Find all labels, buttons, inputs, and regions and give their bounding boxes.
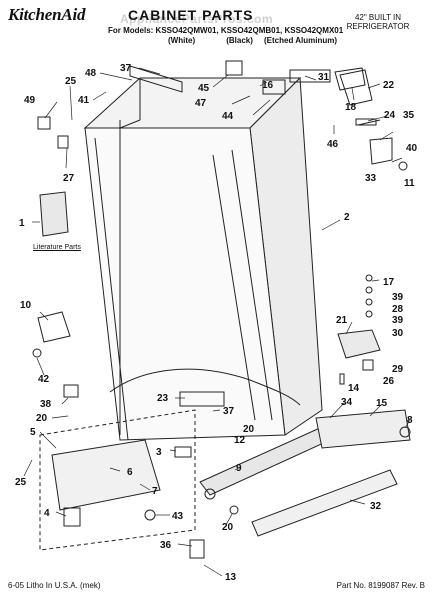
callout-12: 12: [234, 435, 246, 446]
page-title: CABINET PARTS: [128, 7, 254, 23]
callout-18: 18: [345, 102, 357, 113]
callout-21: 21: [336, 315, 348, 326]
callout-labels: 37 48 45 16 31 22 25 49 41 47 44 18 24 3…: [15, 63, 418, 583]
callout-27: 27: [63, 173, 75, 184]
callout-45: 45: [198, 83, 210, 94]
callout-2: 2: [344, 212, 350, 223]
callout-38: 38: [40, 399, 52, 410]
callout-17: 17: [383, 277, 395, 288]
spec-line-2: REFRIGERATOR: [346, 22, 410, 31]
callout-15: 15: [376, 398, 388, 409]
callout-39: 39: [392, 292, 404, 303]
callout-25: 25: [15, 477, 27, 488]
callout-20: 20: [222, 522, 234, 533]
callout-10: 10: [20, 300, 32, 311]
brand-logo: KitchenAid: [8, 5, 86, 24]
callout-28: 28: [392, 304, 404, 315]
callout-4: 4: [44, 508, 50, 519]
callout-42: 42: [38, 374, 50, 385]
left-hardware: [32, 116, 79, 398]
callout-5: 5: [30, 427, 36, 438]
callout-36: 36: [160, 540, 172, 551]
callout-48: 48: [85, 68, 97, 79]
callout-22: 22: [383, 80, 395, 91]
callout-20: 20: [243, 424, 255, 435]
footer-right: Part No. 8199087 Rev. B: [336, 581, 425, 590]
leader-lines: [23, 67, 411, 577]
callout-34: 34: [341, 397, 353, 408]
callout-44: 44: [222, 111, 234, 122]
spec-line-1: 42" BUILT IN: [354, 13, 402, 22]
callout-3: 3: [156, 447, 162, 458]
footer-left: 6-05 Litho In U.S.A. (mek): [8, 581, 101, 590]
callout-37: 37: [120, 63, 132, 74]
literature-label: Literature Parts: [33, 244, 81, 251]
variants-line: (White) (Black) (Etched Aluminum): [168, 36, 338, 45]
watermark: AppliancePartsPros.com: [120, 12, 274, 26]
cabinet-shell: [83, 76, 323, 441]
base-assembly: [39, 368, 411, 559]
right-hardware: [337, 69, 408, 385]
callout-39: 39: [392, 315, 404, 326]
callout-25: 25: [65, 76, 77, 87]
callout-6: 6: [127, 467, 133, 478]
callout-23: 23: [157, 393, 169, 404]
callout-7: 7: [152, 486, 158, 497]
callout-30: 30: [392, 328, 404, 339]
top-brackets: [129, 60, 366, 95]
callout-41: 41: [78, 95, 90, 106]
callout-32: 32: [370, 501, 382, 512]
callout-49: 49: [24, 95, 36, 106]
callout-8: 8: [407, 415, 413, 426]
callout-1: 1: [19, 218, 25, 229]
spec-block: 42" BUILT IN REFRIGERATOR: [333, 13, 423, 31]
callout-33: 33: [365, 173, 377, 184]
callout-40: 40: [406, 143, 418, 154]
callout-11: 11: [404, 178, 415, 189]
models-line: For Models: KSSO42QMW01, KSSO42QMB01, KS…: [108, 26, 344, 35]
callout-24: 24: [384, 110, 396, 121]
callout-37: 37: [223, 406, 235, 417]
callout-46: 46: [327, 139, 339, 150]
callout-29: 29: [392, 364, 404, 375]
callout-13: 13: [225, 572, 237, 583]
callout-9: 9: [236, 463, 242, 474]
callout-47: 47: [195, 98, 207, 109]
callout-31: 31: [318, 72, 330, 83]
callout-20: 20: [36, 413, 48, 424]
callout-26: 26: [383, 376, 395, 387]
callout-14: 14: [348, 383, 360, 394]
callout-16: 16: [262, 80, 274, 91]
callout-35: 35: [403, 110, 415, 121]
callout-43: 43: [172, 511, 184, 522]
